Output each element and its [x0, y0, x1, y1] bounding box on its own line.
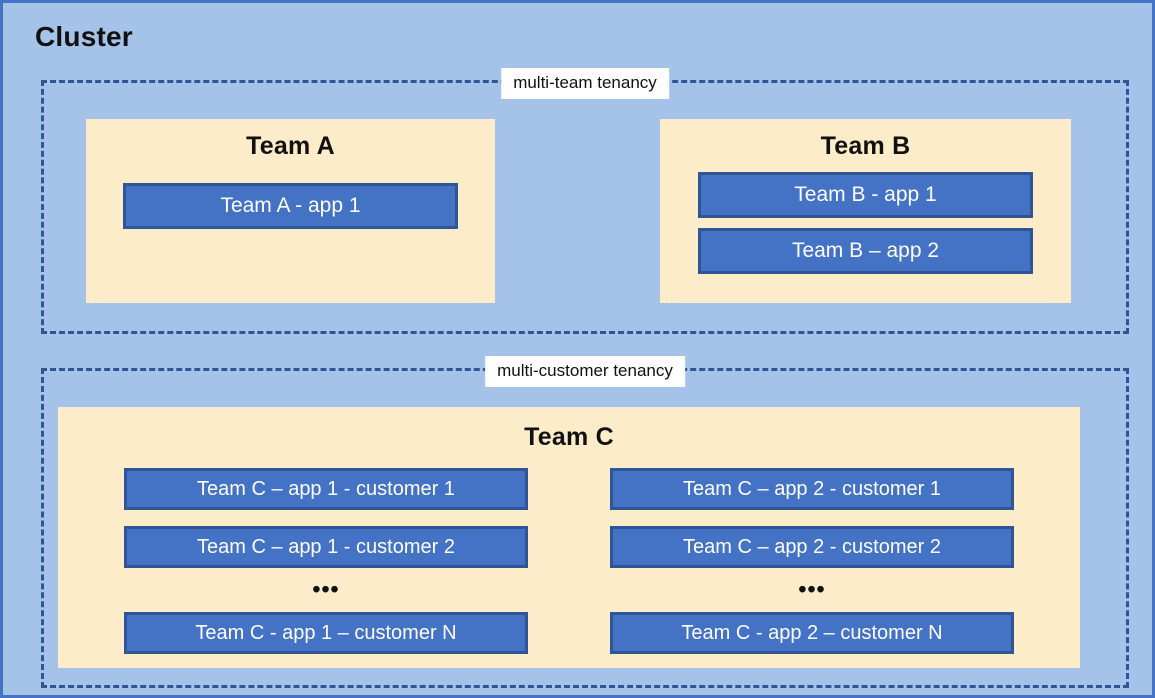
app-box-team-c-app-2-customer-1[interactable]: Team C – app 2 - customer 1	[610, 468, 1014, 510]
app-box-team-c-app-2-customer-2[interactable]: Team C – app 2 - customer 2	[610, 526, 1014, 568]
tenancy-group-multi-customer: multi-customer tenancy	[41, 356, 1129, 688]
app-list-team-a: Team A - app 1	[86, 183, 495, 229]
page-title: Cluster	[35, 21, 133, 52]
team-title-team-a: Team A	[246, 132, 335, 160]
app-box-team-c-app-1-customer-n[interactable]: Team C - app 1 – customer N	[124, 612, 528, 654]
team-title-team-b: Team B	[820, 132, 911, 160]
app-box-team-a-app-1[interactable]: Team A - app 1	[123, 183, 458, 229]
app-box-team-c-app-2-customer-n[interactable]: Team C - app 2 – customer N	[610, 612, 1014, 654]
ellipsis-team-c-app-2: •••	[798, 576, 826, 602]
app-list-team-b: Team B - app 1 Team B – app 2	[660, 172, 1071, 274]
tenancy-group-label-multi-team: multi-team tenancy	[501, 68, 669, 99]
app-box-team-b-app-2[interactable]: Team B – app 2	[698, 228, 1033, 274]
app-box-team-c-app-1-customer-1[interactable]: Team C – app 1 - customer 1	[124, 468, 528, 510]
team-box-team-b: Team B Team B - app 1 Team B – app 2	[660, 119, 1071, 303]
team-box-team-c: Team C Team C – app 1 - customer 1 Team …	[58, 407, 1080, 668]
team-title-team-c: Team C	[524, 423, 614, 451]
ellipsis-team-c-app-1: •••	[312, 576, 340, 602]
app-box-team-c-app-1-customer-2[interactable]: Team C – app 1 - customer 2	[124, 526, 528, 568]
app-box-team-b-app-1[interactable]: Team B - app 1	[698, 172, 1033, 218]
app-column-team-c-app-1: Team C – app 1 - customer 1 Team C – app…	[124, 468, 528, 654]
tenancy-group-label-multi-customer: multi-customer tenancy	[485, 356, 685, 387]
app-column-team-c-app-2: Team C – app 2 - customer 1 Team C – app…	[610, 468, 1014, 654]
tenancy-group-multi-team: multi-team tenancy	[41, 68, 1129, 334]
app-list-team-c: Team C – app 1 - customer 1 Team C – app…	[58, 468, 1080, 654]
team-box-team-a: Team A Team A - app 1	[86, 119, 495, 303]
